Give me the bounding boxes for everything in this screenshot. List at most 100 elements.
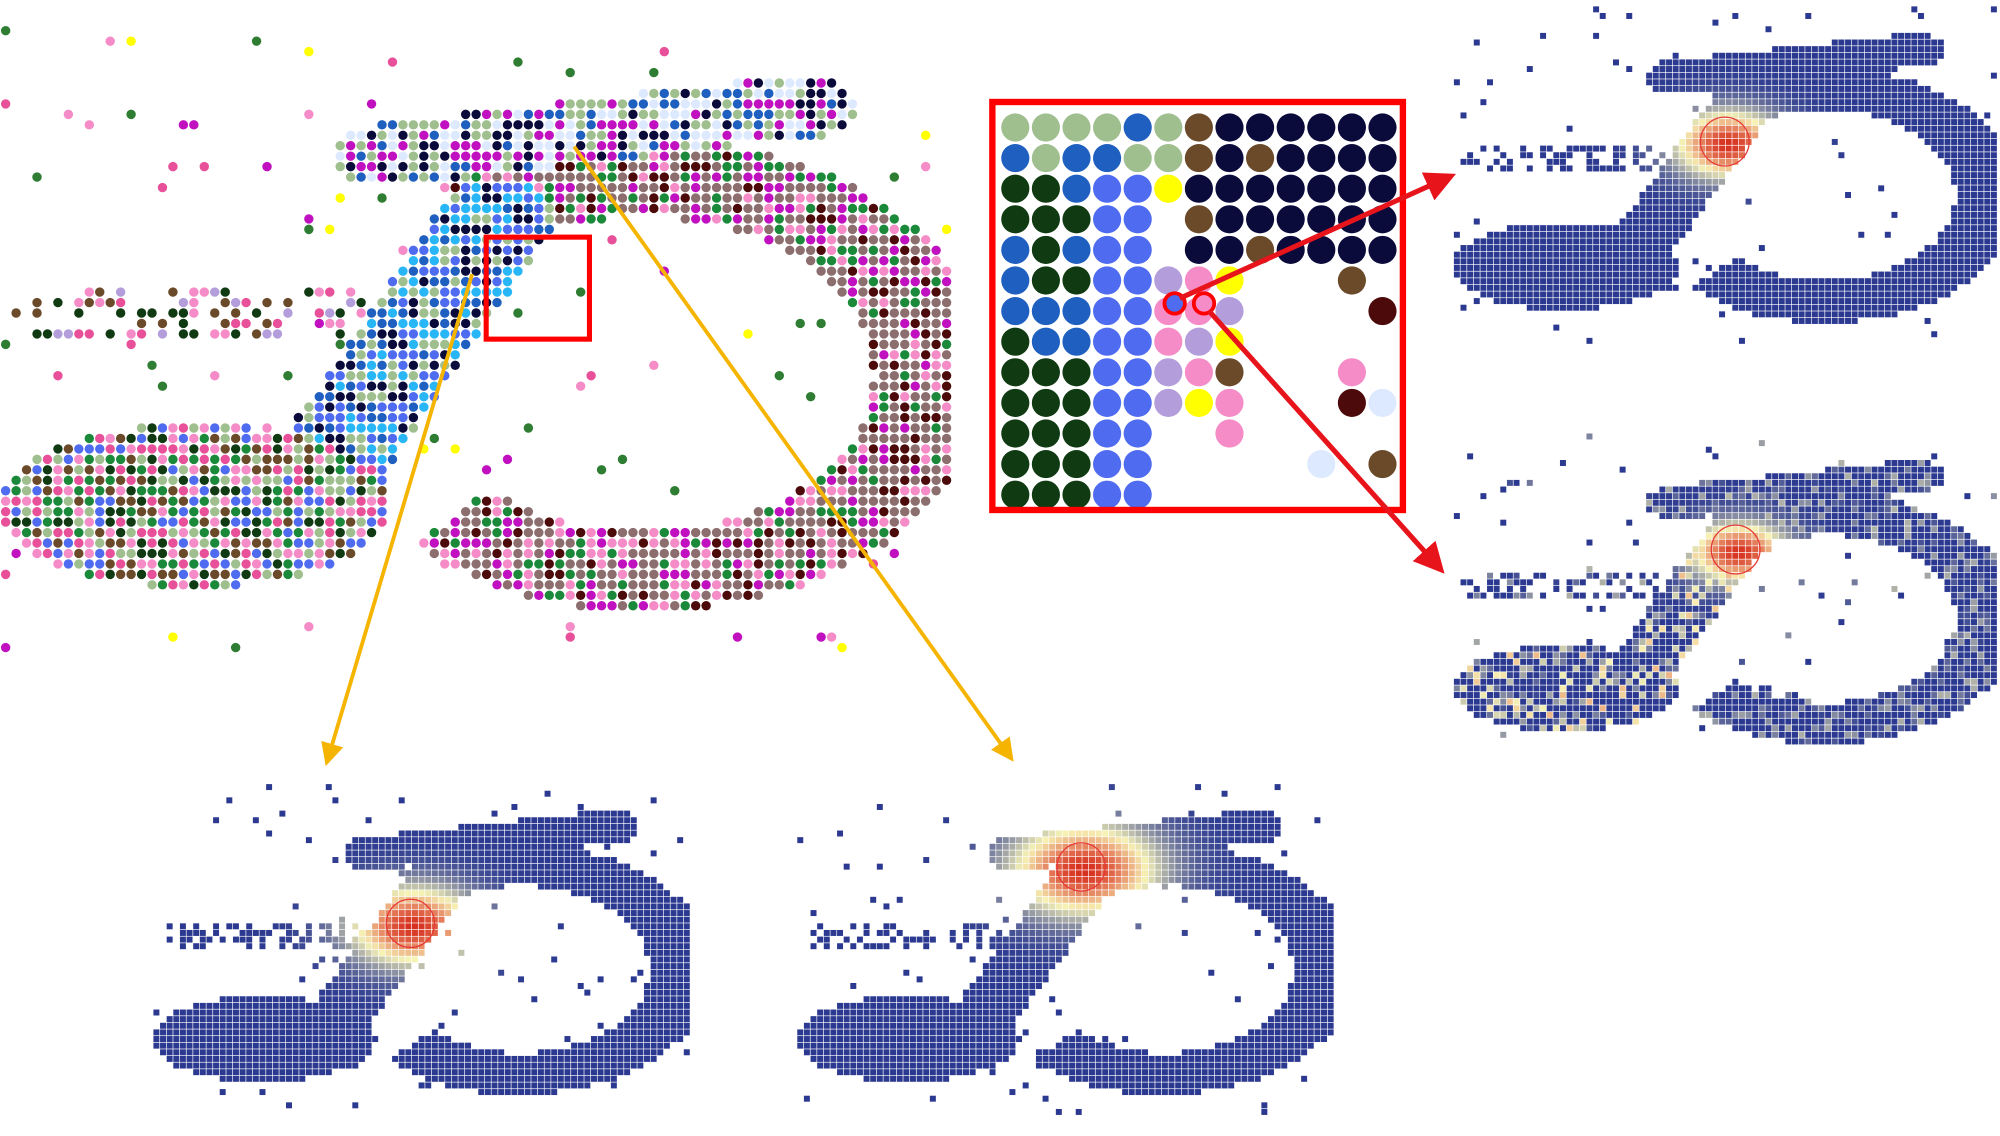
heatmap-spot	[929, 1002, 936, 1009]
cluster-spot	[168, 308, 178, 318]
cluster-spot	[711, 141, 722, 151]
heatmap-spot	[597, 1022, 604, 1029]
cluster-spot	[168, 287, 178, 297]
heatmap-spot	[1022, 936, 1029, 943]
cluster-spot	[628, 590, 638, 600]
heatmap-spot	[484, 876, 491, 883]
heatmap-spot	[398, 1055, 405, 1062]
heatmap-spot	[1287, 996, 1294, 1003]
heatmap-spot	[610, 903, 617, 910]
heatmap-spot	[1082, 850, 1089, 857]
inset-spot	[1123, 480, 1152, 509]
heatmap-spot	[1016, 936, 1023, 943]
heatmap-spot	[617, 1029, 624, 1036]
heatmap-spot	[458, 1055, 465, 1062]
heatmap-spot	[445, 883, 452, 890]
cluster-spot	[868, 465, 879, 475]
cluster-spot	[314, 444, 324, 454]
cluster-spot	[607, 161, 617, 172]
heatmap-spot	[405, 857, 412, 864]
inset-spot	[1123, 144, 1152, 173]
heatmap-spot	[1327, 969, 1334, 976]
heatmap-spot	[1294, 890, 1301, 897]
heatmap-spot	[1135, 830, 1142, 837]
cluster-spot	[157, 506, 168, 517]
cluster-spot	[408, 266, 419, 276]
heatmap-spot	[339, 1022, 346, 1029]
cluster-spot	[607, 120, 617, 130]
cluster-spot	[586, 580, 596, 590]
heatmap-spot	[1062, 1062, 1069, 1069]
cluster-spot	[628, 172, 638, 182]
heatmap-spot	[1307, 896, 1314, 903]
heatmap-spot	[445, 929, 452, 936]
heatmap-spot	[1234, 996, 1241, 1003]
heatmap-spot	[518, 1055, 525, 1062]
cluster-spot	[440, 151, 450, 161]
inset-spot	[1093, 113, 1122, 142]
heatmap-spot	[1168, 830, 1175, 837]
cluster-spot	[32, 465, 42, 475]
heatmap-spot	[352, 1016, 359, 1023]
cluster-spot	[544, 224, 555, 235]
cluster-spot	[387, 151, 398, 161]
heatmap-spot	[1201, 876, 1208, 883]
heatmap-spot	[339, 1036, 346, 1043]
cluster-spot	[575, 141, 586, 151]
cluster-spot	[450, 517, 460, 527]
cluster-spot	[325, 308, 335, 318]
heatmap-spot	[451, 896, 458, 903]
heatmap-spot	[1208, 883, 1215, 890]
cluster-spot	[670, 538, 680, 548]
heatmap-spot	[431, 1069, 438, 1076]
heatmap-spot	[916, 1042, 923, 1049]
cluster-spot	[492, 256, 502, 266]
zoom-region-box	[483, 234, 593, 342]
heatmap-spot	[969, 1016, 976, 1023]
heatmap-spot	[916, 936, 923, 943]
heatmap-spot	[524, 1082, 531, 1089]
cluster-spot	[638, 182, 649, 193]
cluster-spot	[711, 88, 722, 99]
heatmap-spot	[1294, 989, 1301, 996]
heatmap-spot	[896, 1022, 903, 1029]
heatmap-spot	[1135, 870, 1142, 877]
inset-spot	[1215, 358, 1244, 387]
cluster-spot	[95, 297, 105, 308]
heatmap-spot	[531, 837, 538, 844]
heatmap-spot	[1267, 817, 1274, 824]
cluster-spot	[32, 548, 42, 559]
heatmap-spot	[604, 1062, 611, 1069]
heatmap-spot	[418, 1055, 425, 1062]
heatmap-spot	[1314, 1009, 1321, 1016]
heatmap-spot	[956, 1036, 963, 1043]
heatmap-spot	[226, 1002, 233, 1009]
heatmap-spot	[299, 1009, 306, 1016]
cluster-spot	[189, 423, 199, 433]
cluster-spot	[335, 329, 345, 339]
heatmap-spot	[1228, 1049, 1235, 1056]
heatmap-spot	[1102, 890, 1109, 897]
heatmap-spot	[199, 1009, 206, 1016]
heatmap-spot	[1314, 949, 1321, 956]
heatmap-spot	[1055, 956, 1062, 963]
cluster-spot	[628, 151, 638, 161]
heatmap-spot	[1035, 969, 1042, 976]
heatmap-spot	[903, 1062, 910, 1069]
heatmap-spot	[305, 1016, 312, 1023]
heatmap-spot	[1241, 1055, 1248, 1062]
cluster-spot	[617, 454, 628, 465]
cluster-spot	[408, 287, 419, 297]
cluster-spot	[293, 538, 304, 548]
inset-spot	[1093, 388, 1122, 417]
heatmap-spot	[896, 1002, 903, 1009]
heatmap-spot	[1195, 837, 1202, 844]
heatmap-spot	[850, 923, 857, 930]
heatmap-spot	[259, 1042, 266, 1049]
heatmap-spot	[272, 923, 279, 930]
heatmap-spot	[1301, 989, 1308, 996]
cluster-spot	[230, 444, 241, 454]
cluster-spot	[805, 109, 816, 120]
inset-spot	[1307, 205, 1336, 234]
cluster-spot	[649, 88, 659, 99]
